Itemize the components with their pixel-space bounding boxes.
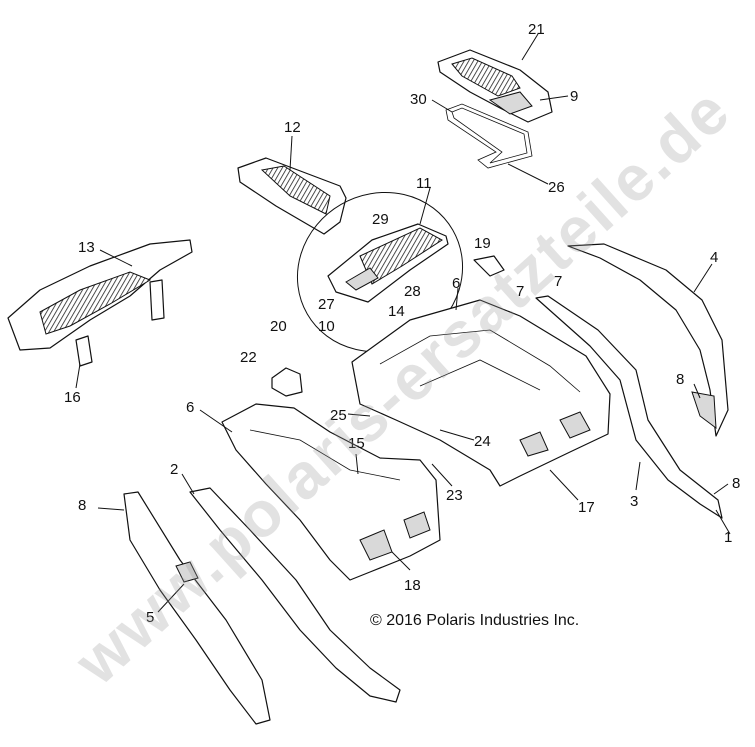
callout-15: 15 [348,435,365,452]
callout-24: 24 [474,433,491,450]
callout-16: 16 [64,389,81,406]
callout-11: 11 [416,175,432,192]
part-5-side-panel [123,491,271,725]
callout-19: 19 [474,235,491,252]
part-13-floor-panel [7,239,193,367]
part-12-panel [237,157,347,235]
callout-13: 13 [78,239,95,256]
callout-28: 28 [404,283,421,300]
callout-23: 23 [446,487,463,504]
part-1-side-panel [535,295,723,519]
callout-9: 9 [570,88,578,105]
callout-14: 14 [388,303,405,320]
callout-20: 20 [270,318,287,335]
part-30-26-gasket [445,103,533,169]
callout-12: 12 [284,119,301,136]
callout-4: 4 [710,249,718,266]
callout-27: 27 [318,296,335,313]
callout-8-right: 8 [676,371,684,388]
callout-6-rear: 6 [452,275,460,292]
callout-7-a: 7 [554,273,562,290]
callout-8-bottom: 8 [732,475,740,492]
callout-8-left: 8 [78,497,86,514]
copyright-text: © 2016 Polaris Industries Inc. [370,612,580,629]
callout-22: 22 [240,349,257,366]
callout-30: 30 [410,91,427,108]
part-2-side-rail [189,487,401,703]
callout-10: 10 [318,318,335,335]
callout-25: 25 [330,407,347,424]
callout-7-b: 7 [516,283,524,300]
callout-6-front: 6 [186,399,194,416]
part-17-rear-tub [351,299,611,487]
callout-29: 29 [372,211,389,228]
callout-17: 17 [578,499,595,516]
callout-21: 21 [528,21,545,38]
callout-18: 18 [404,577,421,594]
callout-5: 5 [146,609,154,626]
leader-lines [75,33,731,613]
part-9-console [437,49,553,123]
callout-26: 26 [548,179,565,196]
part-19-bracket [473,255,505,277]
part-20-bracket [271,367,303,397]
callout-2: 2 [170,461,178,478]
callout-1: 1 [724,529,732,546]
callout-labels: 1 2 3 4 5 6 6 7 7 8 8 8 9 10 11 12 13 14… [64,21,740,626]
callout-3: 3 [630,493,638,510]
part-4-side-panel [567,243,729,437]
part-18-front-tub [221,403,441,581]
